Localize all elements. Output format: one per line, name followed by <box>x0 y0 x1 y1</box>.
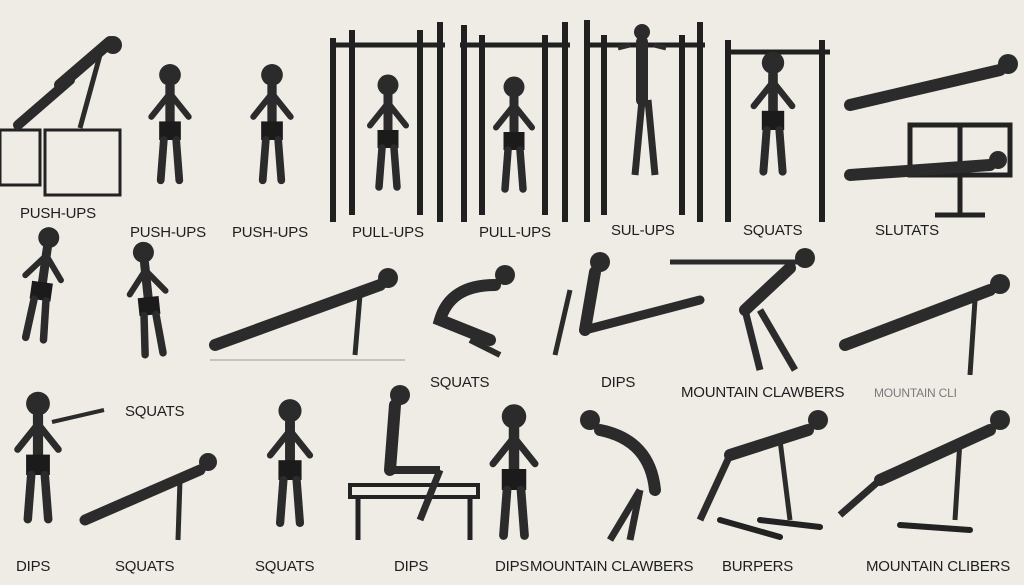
plank-figure <box>209 268 405 361</box>
knee-raise-figure <box>617 24 667 176</box>
label-dips-bottom-1: DIPS <box>16 558 51 575</box>
deep-squat-figure <box>580 410 661 542</box>
pullup-rig-2 <box>460 22 570 222</box>
low-pushup-figure <box>79 453 217 541</box>
label-slutats: SLUTATS <box>875 222 939 239</box>
label-mountain-clibers: MOUNTAIN CLIBERS <box>866 558 1011 575</box>
burpee-figure <box>696 410 828 540</box>
label-dips-bottom-3: DIPS <box>495 558 530 575</box>
mountain-climber-figure <box>837 410 1010 533</box>
pullup-figure-1 <box>370 75 406 188</box>
label-push-ups-3: PUSH-UPS <box>232 224 308 241</box>
standing-figure-row3 <box>493 404 535 535</box>
pointing-arm <box>51 408 105 424</box>
label-dips-bottom-2: DIPS <box>394 558 429 575</box>
label-sul-ups: SUL-UPS <box>611 222 675 239</box>
label-squats-bottom-1: SQUATS <box>115 558 175 575</box>
label-squats-row2-mid: SQUATS <box>430 374 490 391</box>
standing-figure-back-1 <box>151 64 188 180</box>
dip-figure <box>754 52 792 172</box>
label-mountain-clawbers-row2: MOUNTAIN CLAWBERS <box>681 384 845 401</box>
pushup-box-figure <box>0 36 122 197</box>
sprint-figure-1 <box>17 225 68 341</box>
dip-rig <box>725 40 830 222</box>
pullup-figure-2 <box>496 77 532 190</box>
run-figure-row3 <box>270 399 310 523</box>
label-squats-row2-left: SQUATS <box>125 403 185 420</box>
label-squats-bottom-2: SQUATS <box>255 558 315 575</box>
standing-figure-back-2 <box>253 64 290 180</box>
label-mountain-cli-faded: MOUNTAIN CLI <box>874 386 957 400</box>
bench-dip-figure <box>348 385 480 540</box>
sprint-figure-2 <box>124 240 172 356</box>
label-push-ups-2: PUSH-UPS <box>130 224 206 241</box>
label-mountain-clawbers-bottom: MOUNTAIN CLAWBERS <box>530 558 694 575</box>
label-pull-ups-2: PULL-UPS <box>479 224 551 241</box>
label-dips-row2: DIPS <box>601 374 636 391</box>
label-pull-ups-1: PULL-UPS <box>352 224 424 241</box>
label-squats-top: SQUATS <box>743 222 803 239</box>
lunge-arms-out-figure <box>670 248 815 372</box>
pointing-figure <box>18 392 59 520</box>
pushup-figure-row2 <box>839 274 1010 376</box>
label-burpers: BURPERS <box>722 558 794 575</box>
crouch-figure <box>432 265 515 358</box>
pushup-bars-figure <box>844 54 1018 218</box>
pullup-rig-1 <box>330 22 445 222</box>
l-sit-figure <box>552 252 705 356</box>
label-push-ups-1: PUSH-UPS <box>20 205 96 222</box>
